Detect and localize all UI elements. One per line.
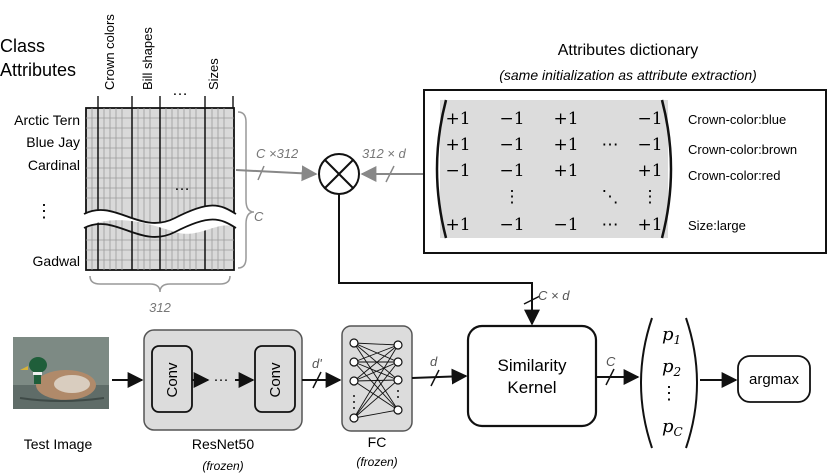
row-label-arctic-tern: Arctic Tern bbox=[14, 112, 80, 128]
argmax-label: argmax bbox=[749, 371, 800, 388]
conv-block-2 bbox=[254, 345, 296, 413]
row-label-cardinal: Cardinal bbox=[28, 157, 80, 173]
matrix-cell: −1 bbox=[637, 135, 662, 155]
label-c: C bbox=[606, 354, 616, 369]
dictionary-row-label: Crown-color:blue bbox=[688, 112, 786, 127]
conv-label-2: Conv bbox=[267, 362, 284, 398]
column-header-ellipsis: … bbox=[172, 82, 188, 99]
row-label-gadwal: Gadwal bbox=[33, 253, 80, 269]
dim-tick-4 bbox=[312, 371, 322, 389]
column-header-sizes: Sizes bbox=[206, 58, 221, 90]
similarity-kernel-label-1: Similarity bbox=[498, 356, 567, 375]
argmax-block bbox=[737, 355, 811, 403]
arrow-table-to-multiply bbox=[235, 165, 318, 182]
output-left-bracket bbox=[640, 317, 653, 449]
matrix-cell: ⋯ bbox=[602, 215, 619, 235]
grid-ellipsis: … bbox=[174, 177, 190, 194]
matrix-cell: +1 bbox=[553, 161, 578, 181]
class-attributes-heading-2: Attributes bbox=[0, 60, 76, 80]
label-c-x-d: C × d bbox=[538, 288, 570, 303]
dictionary-matrix: +1 −1 +1 −1 +1 −1 +1 ⋯ −1 −1 −1 +1 +1 ⋮ … bbox=[445, 109, 662, 235]
fc-frozen-label: (frozen) bbox=[356, 455, 397, 469]
matrix-cell: +1 bbox=[637, 215, 662, 235]
matrix-cell: +1 bbox=[445, 215, 470, 235]
label-312-x-d: 312 × d bbox=[362, 146, 407, 161]
matrix-cell: −1 bbox=[499, 215, 524, 235]
similarity-kernel-label-2: Kernel bbox=[507, 378, 556, 397]
dictionary-row-label: Size:large bbox=[688, 218, 746, 233]
fc-block bbox=[341, 325, 413, 432]
matrix-cell: −1 bbox=[553, 215, 578, 235]
dictionary-row-label: Crown-color:brown bbox=[688, 142, 797, 157]
resnet-frozen-label: (frozen) bbox=[202, 459, 243, 473]
dim-tick-6 bbox=[605, 368, 615, 386]
dictionary-matrix-shade bbox=[440, 100, 668, 238]
matrix-cell: ⋱ bbox=[602, 187, 619, 207]
arrow-fc-to-kernel bbox=[411, 368, 468, 385]
matrix-cell: ⋮ bbox=[642, 187, 659, 207]
dictionary-title: Attributes dictionary bbox=[558, 42, 699, 59]
dim-tick-3 bbox=[523, 295, 541, 305]
label-c-x-312: C ×312 bbox=[256, 146, 299, 161]
fc-label: FC bbox=[368, 434, 387, 450]
output-right-bracket bbox=[685, 317, 698, 449]
matrix-cell: +1 bbox=[445, 135, 470, 155]
test-image-label: Test Image bbox=[24, 436, 93, 452]
output-p1: p1 bbox=[662, 324, 681, 347]
test-image bbox=[13, 337, 109, 409]
matrix-cell: −1 bbox=[499, 135, 524, 155]
dim-tick-1 bbox=[257, 165, 265, 181]
column-header-ticks bbox=[97, 96, 234, 108]
output-pc: pC bbox=[662, 416, 683, 439]
column-header-bill-shapes: Bill shapes bbox=[140, 27, 155, 90]
matrix-cell: +1 bbox=[445, 109, 470, 129]
matrix-cell: ⋮ bbox=[504, 187, 521, 207]
right-brace-label: C bbox=[254, 209, 264, 224]
conv-ellipsis: ··· bbox=[214, 371, 229, 388]
output-p2: p2 bbox=[662, 356, 681, 379]
matrix-left-bracket bbox=[435, 99, 448, 239]
similarity-kernel-block bbox=[466, 324, 598, 428]
bottom-brace-label: 312 bbox=[149, 300, 171, 315]
matrix-cell: ⋯ bbox=[602, 135, 619, 155]
row-label-ellipsis: ⋮ bbox=[35, 201, 53, 221]
matrix-cell: +1 bbox=[553, 135, 578, 155]
matrix-cell: −1 bbox=[499, 161, 524, 181]
multiply-operator bbox=[318, 153, 360, 195]
matrix-cell: −1 bbox=[445, 161, 470, 181]
attribute-grid bbox=[83, 107, 237, 271]
matrix-cell: +1 bbox=[637, 161, 662, 181]
row-label-blue-jay: Blue Jay bbox=[26, 134, 80, 150]
resnet-label: ResNet50 bbox=[192, 436, 254, 452]
label-d: d bbox=[430, 354, 438, 369]
bottom-brace bbox=[89, 275, 231, 293]
column-header-crown-colors: Crown colors bbox=[102, 14, 117, 90]
matrix-cell: −1 bbox=[499, 109, 524, 129]
class-attributes-heading-1: Class bbox=[0, 36, 45, 56]
matrix-cell: −1 bbox=[637, 109, 662, 129]
dim-tick-5 bbox=[430, 369, 440, 387]
matrix-right-bracket bbox=[660, 99, 673, 239]
matrix-cell: +1 bbox=[553, 109, 578, 129]
conv-label-1: Conv bbox=[164, 362, 181, 398]
arrow-multiply-to-kernel bbox=[338, 194, 540, 326]
dim-tick-2 bbox=[385, 165, 395, 183]
right-brace bbox=[237, 111, 255, 269]
output-ellipsis: ⋮ bbox=[660, 383, 678, 404]
label-d-prime: d' bbox=[312, 356, 322, 371]
dictionary-subtitle: (same initialization as attribute extrac… bbox=[499, 67, 757, 83]
dictionary-row-label: Crown-color:red bbox=[688, 168, 780, 183]
